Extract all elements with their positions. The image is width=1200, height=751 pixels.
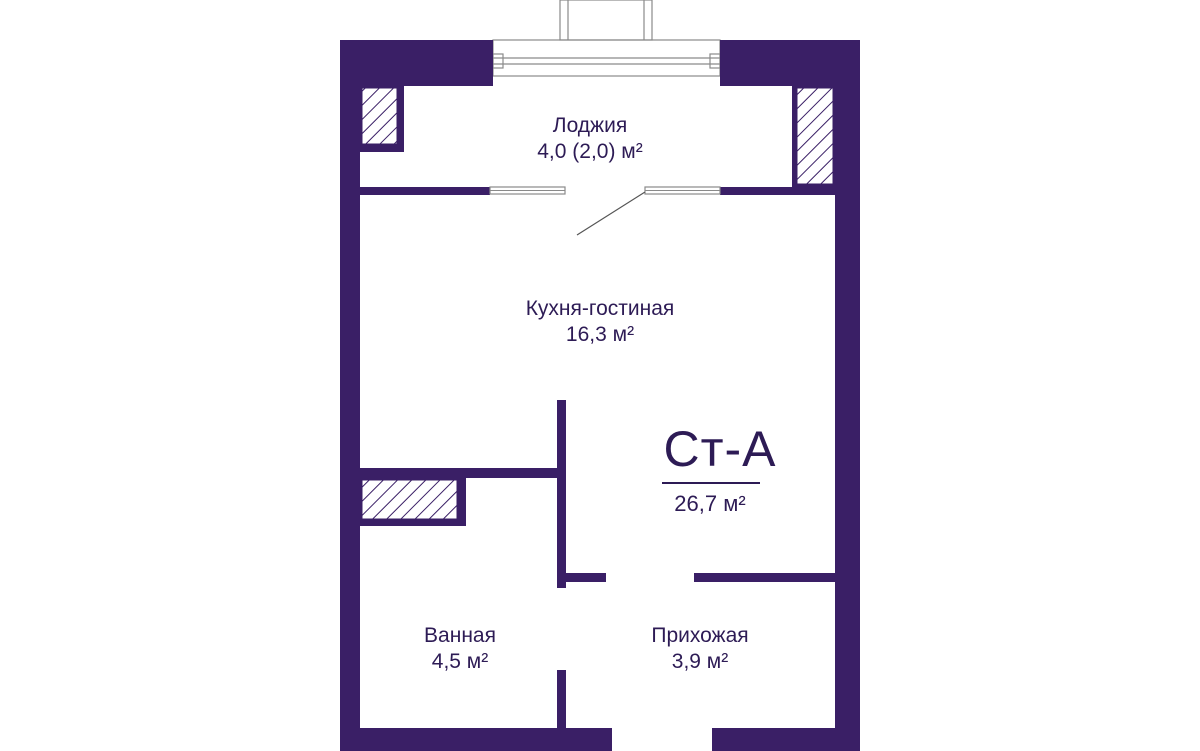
room-area: 16,3 м² [565, 323, 635, 347]
room-label-bathroom: Ванная 4,5 м² [380, 623, 540, 676]
room-name: Прихожая [651, 624, 749, 647]
interior-walls [360, 400, 835, 751]
exterior-walls [340, 40, 860, 751]
balcony-window [492, 0, 721, 77]
room-name: Ванная [424, 624, 496, 647]
room-name: Кухня-гостиная [525, 297, 675, 320]
room-area: 3,9 м² [671, 650, 729, 674]
room-area: 4,0 (2,0) м² [537, 140, 643, 164]
room-label-loggia: Лоджия 4,0 (2,0) м² [480, 113, 700, 166]
unit-divider [662, 482, 760, 484]
room-label-hallway: Прихожая 3,9 м² [610, 623, 790, 676]
loggia-pillars [360, 86, 835, 187]
room-name: Лоджия [552, 114, 628, 137]
loggia-wall [360, 186, 835, 236]
room-label-kitchen-living: Кухня-гостиная 16,3 м² [460, 296, 740, 349]
bathroom-shaft [360, 478, 466, 526]
unit-code: Ст-А [663, 421, 777, 477]
unit-total-area: 26,7 м² [674, 491, 746, 516]
room-area: 4,5 м² [431, 650, 489, 674]
